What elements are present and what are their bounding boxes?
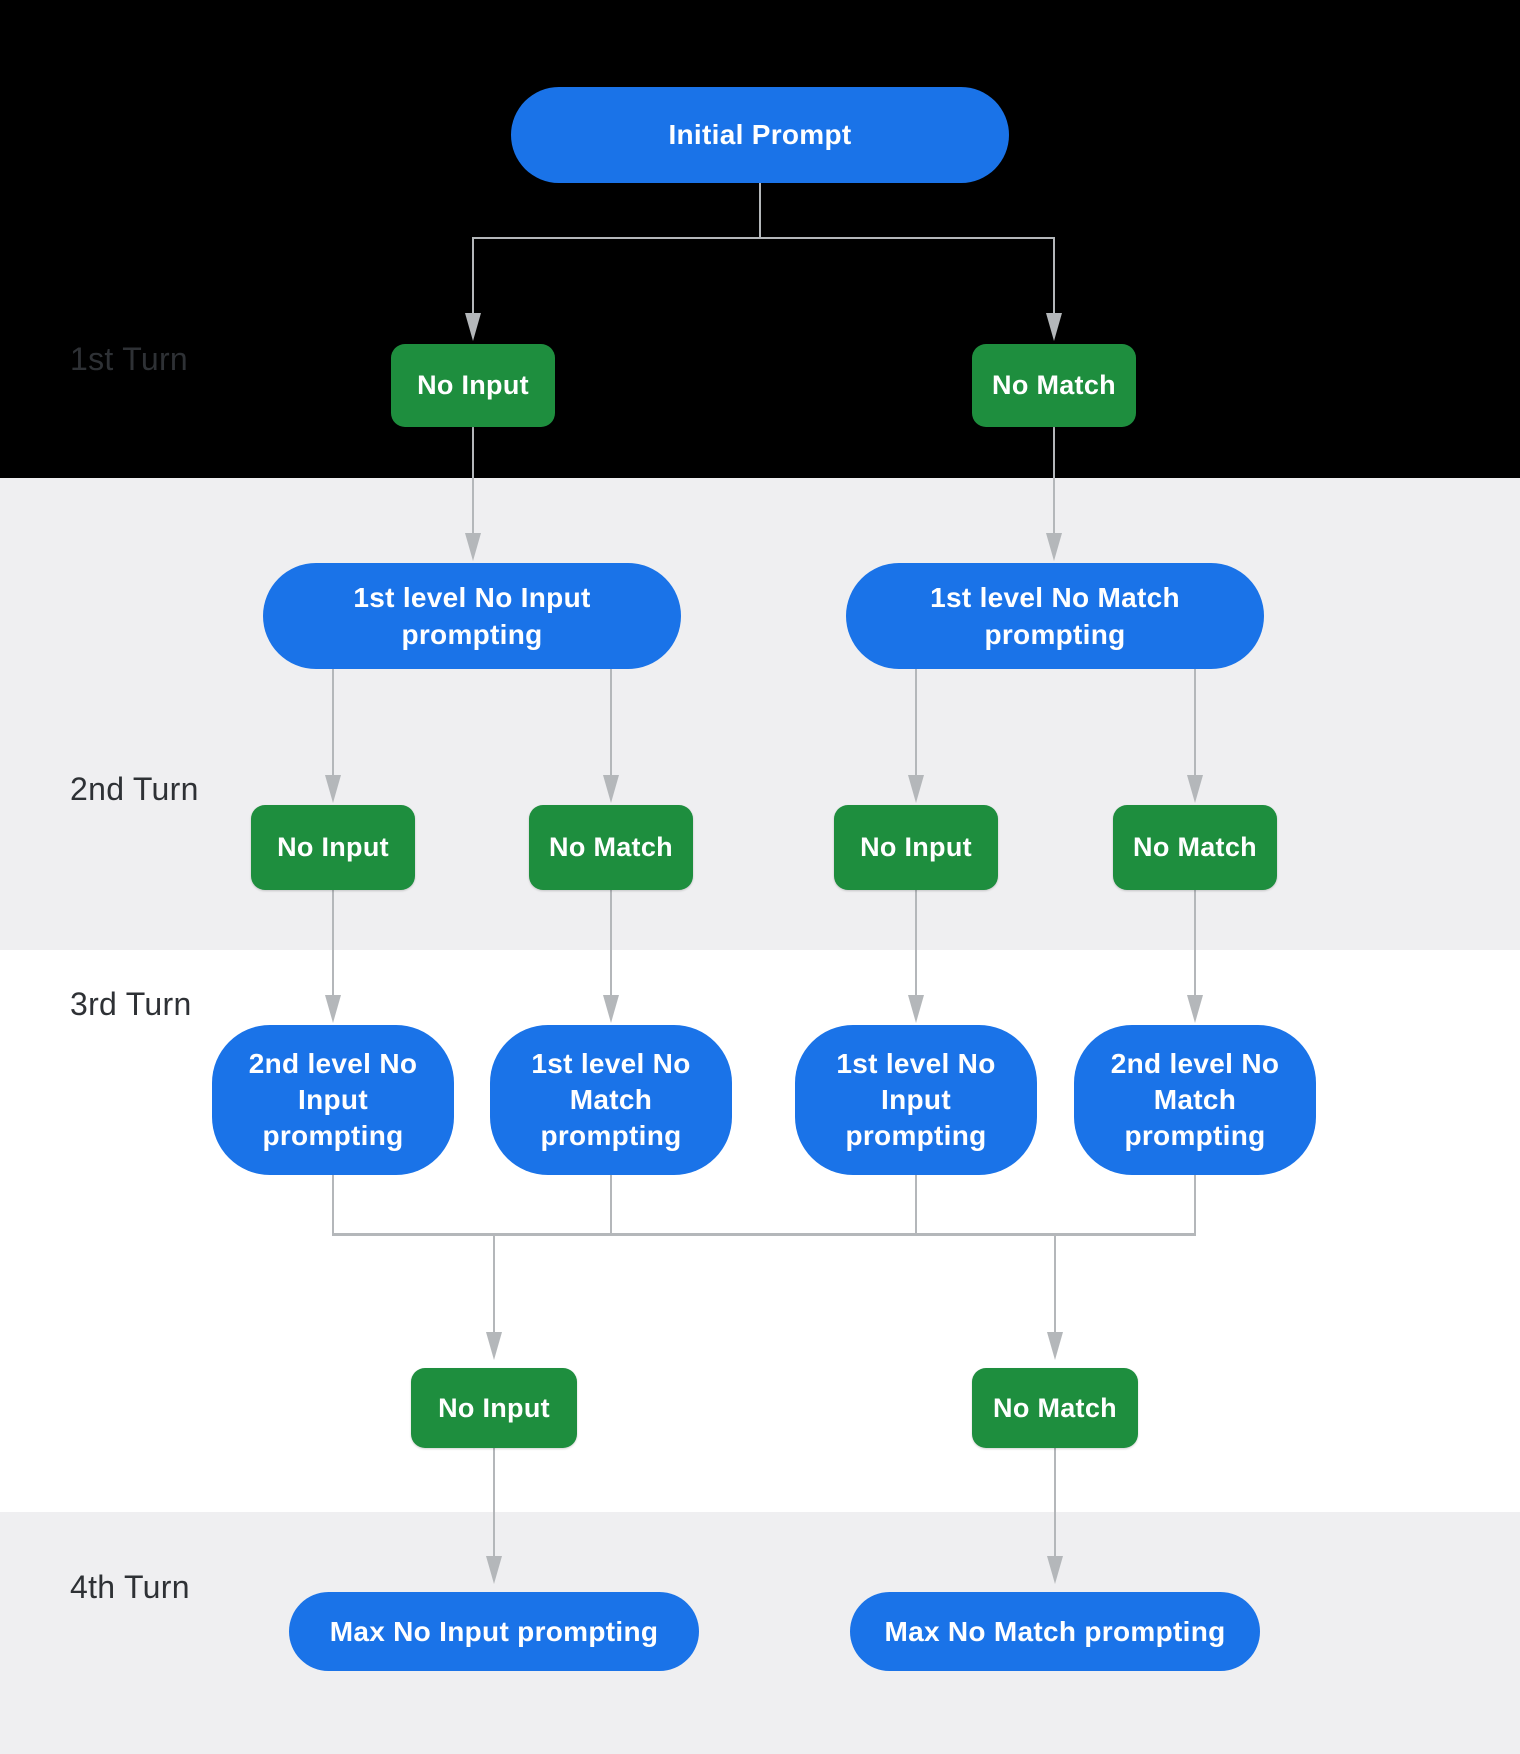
node-turn1-no-input: No Input [391,344,555,427]
node-initial-prompt: Initial Prompt [511,87,1009,183]
connector-line [610,669,612,775]
connector-line [332,890,334,995]
band-turn-3 [0,950,1520,1512]
arrowhead-icon [603,995,619,1023]
connector-line [1194,669,1196,775]
node-2nd-level-no-match-prompting: 2nd level No Match prompting [1074,1025,1316,1175]
node-1st-level-no-match-prompting: 1st level No Match prompting [846,563,1264,669]
turn-label-1: 1st Turn [70,341,189,377]
connector-line [1054,1236,1056,1332]
connector-stem [759,183,761,237]
arrowhead-icon [1187,995,1203,1023]
arrowhead-icon [1047,1332,1063,1360]
connector-line [1194,890,1196,995]
arrowhead-icon [465,533,481,561]
arrowhead-icon [1046,313,1062,341]
arrowhead-icon [1046,533,1062,561]
connector-line [493,1448,495,1556]
connector-line [1053,237,1055,313]
arrowhead-icon [465,313,481,341]
arrowhead-icon [325,775,341,803]
node-turn2-no-input-1: No Input [251,805,415,890]
connector-line [610,1175,612,1233]
arrowhead-icon [1187,775,1203,803]
arrowhead-icon [486,1556,502,1584]
node-max-no-match-prompting: Max No Match prompting [850,1592,1260,1671]
node-2nd-level-no-input-prompting: 2nd level No Input prompting [212,1025,454,1175]
connector-line [472,427,474,533]
node-turn2-no-input-2: No Input [834,805,998,890]
connector-split-bar [472,237,1054,239]
turn-label-3: 3rd Turn [70,986,192,1022]
node-turn2-no-match-2: No Match [1113,805,1277,890]
node-max-no-input-prompting: Max No Input prompting [289,1592,699,1671]
arrowhead-icon [908,775,924,803]
connector-line [610,890,612,995]
arrowhead-icon [325,995,341,1023]
connector-merge-bar [332,1233,1196,1236]
connector-line [915,890,917,995]
node-turn3-no-input: No Input [411,1368,577,1448]
connector-line [332,1175,334,1233]
band-turn-1 [0,0,1520,478]
node-1st-level-no-input-prompting: 1st level No Input prompting [263,563,681,669]
band-turn-4 [0,1512,1520,1754]
connector-line [1054,1448,1056,1556]
node-1st-level-no-input-prompting-2: 1st level No Input prompting [795,1025,1037,1175]
connector-line [472,237,474,313]
node-turn2-no-match-1: No Match [529,805,693,890]
arrowhead-icon [908,995,924,1023]
node-1st-level-no-match-prompting-2: 1st level No Match prompting [490,1025,732,1175]
arrowhead-icon [486,1332,502,1360]
connector-line [915,1175,917,1233]
connector-line [493,1236,495,1332]
connector-line [1194,1175,1196,1233]
connector-line [332,669,334,775]
node-turn1-no-match: No Match [972,344,1136,427]
connector-line [1053,427,1055,533]
arrowhead-icon [603,775,619,803]
connector-line [915,669,917,775]
turn-label-2: 2nd Turn [70,771,199,807]
band-turn-2 [0,478,1520,950]
arrowhead-icon [1047,1556,1063,1584]
turn-label-4: 4th Turn [70,1569,190,1605]
node-turn3-no-match: No Match [972,1368,1138,1448]
